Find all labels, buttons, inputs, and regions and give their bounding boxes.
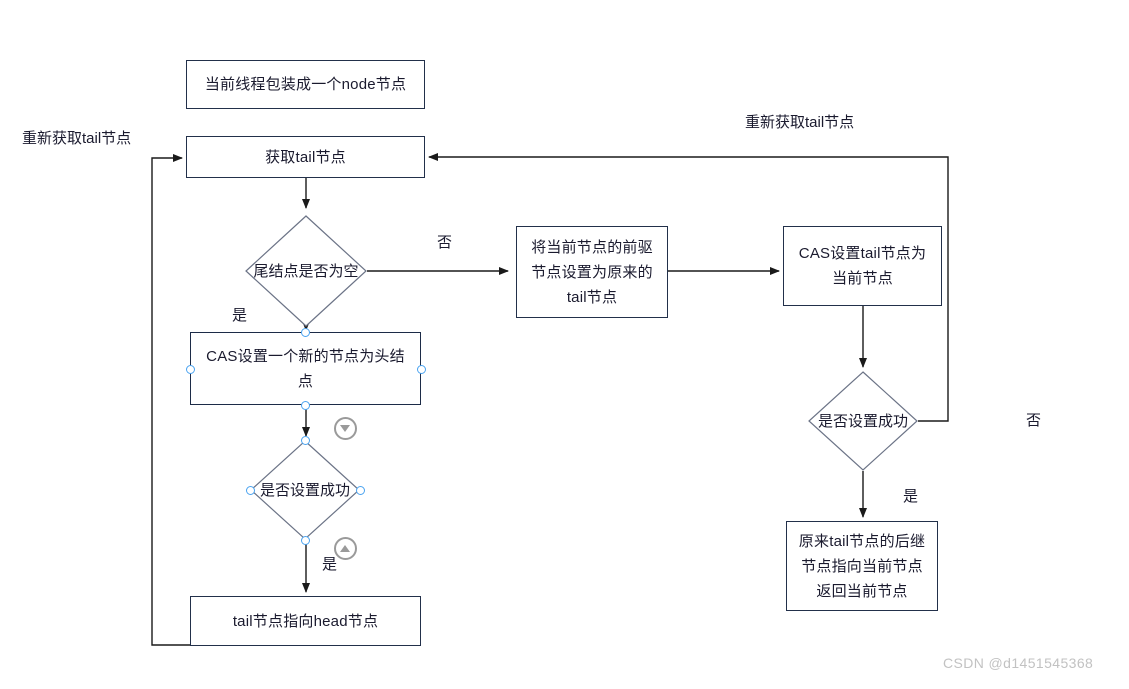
- node-label: 获取tail节点: [265, 148, 346, 166]
- decision-label: 是否设置成功: [817, 412, 908, 430]
- node-old-tail-next-points-current[interactable]: 原来tail节点的后继节点指向当前节点返回当前节点: [786, 521, 938, 611]
- handle-decision-right[interactable]: [355, 485, 365, 495]
- triangle-up-icon: [340, 544, 350, 552]
- node-wrap-thread-as-node[interactable]: 当前线程包装成一个node节点: [186, 60, 425, 109]
- edge-label-yes-tail-null: 是: [232, 307, 248, 324]
- edge-label-yes-cas-left: 是: [322, 556, 338, 573]
- handle-decision-left[interactable]: [245, 485, 255, 495]
- node-set-prev-to-old-tail[interactable]: 将当前节点的前驱节点设置为原来的tail节点: [516, 226, 668, 318]
- handle-cas-head-bottom[interactable]: [300, 400, 310, 410]
- node-tail-points-to-head[interactable]: tail节点指向head节点: [190, 596, 421, 646]
- edge-left-loop-retry: [151, 154, 190, 646]
- decision-label: 尾结点是否为空: [253, 262, 359, 280]
- node-cas-set-new-node-head[interactable]: CAS设置一个新的节点为头结点: [190, 332, 421, 405]
- node-label: CAS设置一个新的节点为头结点: [206, 347, 405, 390]
- triangle-down-icon: [340, 424, 350, 432]
- loop-label-right: 重新获取tail节点: [745, 114, 855, 131]
- node-get-tail[interactable]: 获取tail节点: [186, 136, 425, 178]
- loop-label-left: 重新获取tail节点: [22, 130, 132, 147]
- handle-cas-head-left[interactable]: [185, 364, 195, 374]
- decision-cas-success-left[interactable]: 是否设置成功: [250, 440, 360, 540]
- handle-decision-bottom[interactable]: [300, 535, 310, 545]
- node-label: 将当前节点的前驱节点设置为原来的tail节点: [531, 238, 653, 306]
- handle-cas-head-right[interactable]: [416, 364, 426, 374]
- edge-label-no-tail-null: 否: [437, 234, 453, 251]
- edge-label-no-cas-right: 否: [1026, 412, 1042, 429]
- diamond-shape: [245, 215, 367, 327]
- decision-tail-is-null[interactable]: 尾结点是否为空: [245, 215, 367, 327]
- edge-label-yes-cas-right: 是: [903, 488, 919, 505]
- node-label: CAS设置tail节点为当前节点: [798, 245, 927, 287]
- node-label: 当前线程包装成一个node节点: [204, 76, 407, 93]
- diamond-shape: [808, 371, 918, 471]
- node-label: 原来tail节点的后继节点指向当前节点返回当前节点: [798, 532, 926, 600]
- decision-label: 是否设置成功: [259, 481, 350, 499]
- handle-cas-head-top[interactable]: [300, 327, 310, 337]
- collapse-up-button[interactable]: [333, 536, 357, 560]
- handle-decision-top[interactable]: [300, 435, 310, 445]
- csdn-watermark: CSDN @d1451545368: [943, 655, 1094, 671]
- node-cas-set-tail-current[interactable]: CAS设置tail节点为当前节点: [783, 226, 942, 306]
- node-label: tail节点指向head节点: [232, 612, 379, 630]
- decision-cas-success-right[interactable]: 是否设置成功: [808, 371, 918, 471]
- collapse-down-button[interactable]: [333, 416, 357, 440]
